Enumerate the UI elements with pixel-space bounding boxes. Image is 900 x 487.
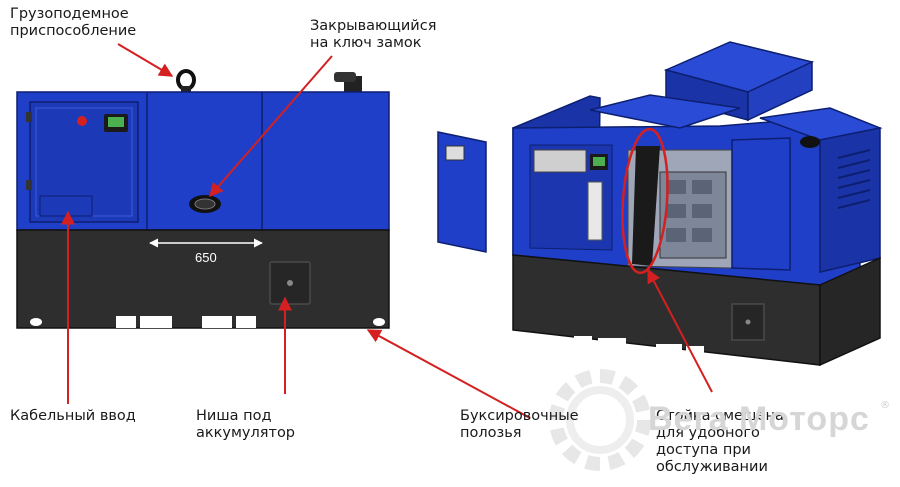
label-towing: Буксировочные полозья <box>460 408 579 442</box>
lock-icon <box>189 195 221 213</box>
lifting-eye-icon <box>176 69 196 94</box>
label-lock-line-1: Закрывающийся <box>310 18 437 34</box>
arrow-towing <box>366 329 531 419</box>
generator-front-view <box>16 69 390 329</box>
arrow-rack <box>647 268 713 393</box>
label-rack-line-3: доступа при <box>656 442 751 458</box>
label-rack-line-4: обслуживании <box>656 459 768 475</box>
label-cable: Кабельный ввод <box>10 408 136 425</box>
label-battery-line-1: Ниша под <box>196 408 272 424</box>
label-rack: Стойка смещена для удобного доступа при … <box>656 408 784 476</box>
label-rack-line-1: Стойка смещена <box>656 408 784 424</box>
engine-block <box>659 171 727 259</box>
label-lifting: Грузоподемное приспособление <box>10 6 136 40</box>
label-battery-line-2: аккумулятор <box>196 425 296 441</box>
exhaust-pipe-icon <box>334 72 362 96</box>
label-towing-line-1: Буксировочные <box>460 408 579 424</box>
label-lock-line-2: на ключ замок <box>310 35 422 51</box>
label-towing-line-2: полозья <box>460 425 522 441</box>
watermark-text: Вега Моторс <box>648 400 870 438</box>
fork-slots <box>116 316 256 328</box>
dimension-label: 650 <box>195 250 217 265</box>
arrow-lock <box>209 55 333 198</box>
terminal-strip <box>533 149 587 173</box>
open-door-left <box>437 131 487 253</box>
watermark-registered-mark: ® <box>880 400 890 411</box>
arrow-lifting <box>117 43 174 77</box>
label-cable-line-1: Кабельный ввод <box>10 408 136 424</box>
front-base <box>16 229 390 329</box>
callout-arrows <box>61 43 713 419</box>
offset-rack-post <box>632 146 660 266</box>
label-lock: Закрывающийся на ключ замок <box>310 18 436 52</box>
rack-highlight-ellipse <box>621 127 669 275</box>
label-lifting-line-1: Грузоподемное <box>10 6 129 22</box>
vent-grille <box>837 149 871 209</box>
label-lifting-line-2: приспособление <box>10 23 137 39</box>
label-rack-line-2: для удобного <box>656 425 760 441</box>
iso-fork-slots <box>574 336 704 356</box>
gear-watermark-icon <box>549 369 651 471</box>
label-battery: Ниша под аккумулятор <box>196 408 295 442</box>
generator-iso-view <box>437 41 883 367</box>
emergency-stop <box>77 116 87 126</box>
